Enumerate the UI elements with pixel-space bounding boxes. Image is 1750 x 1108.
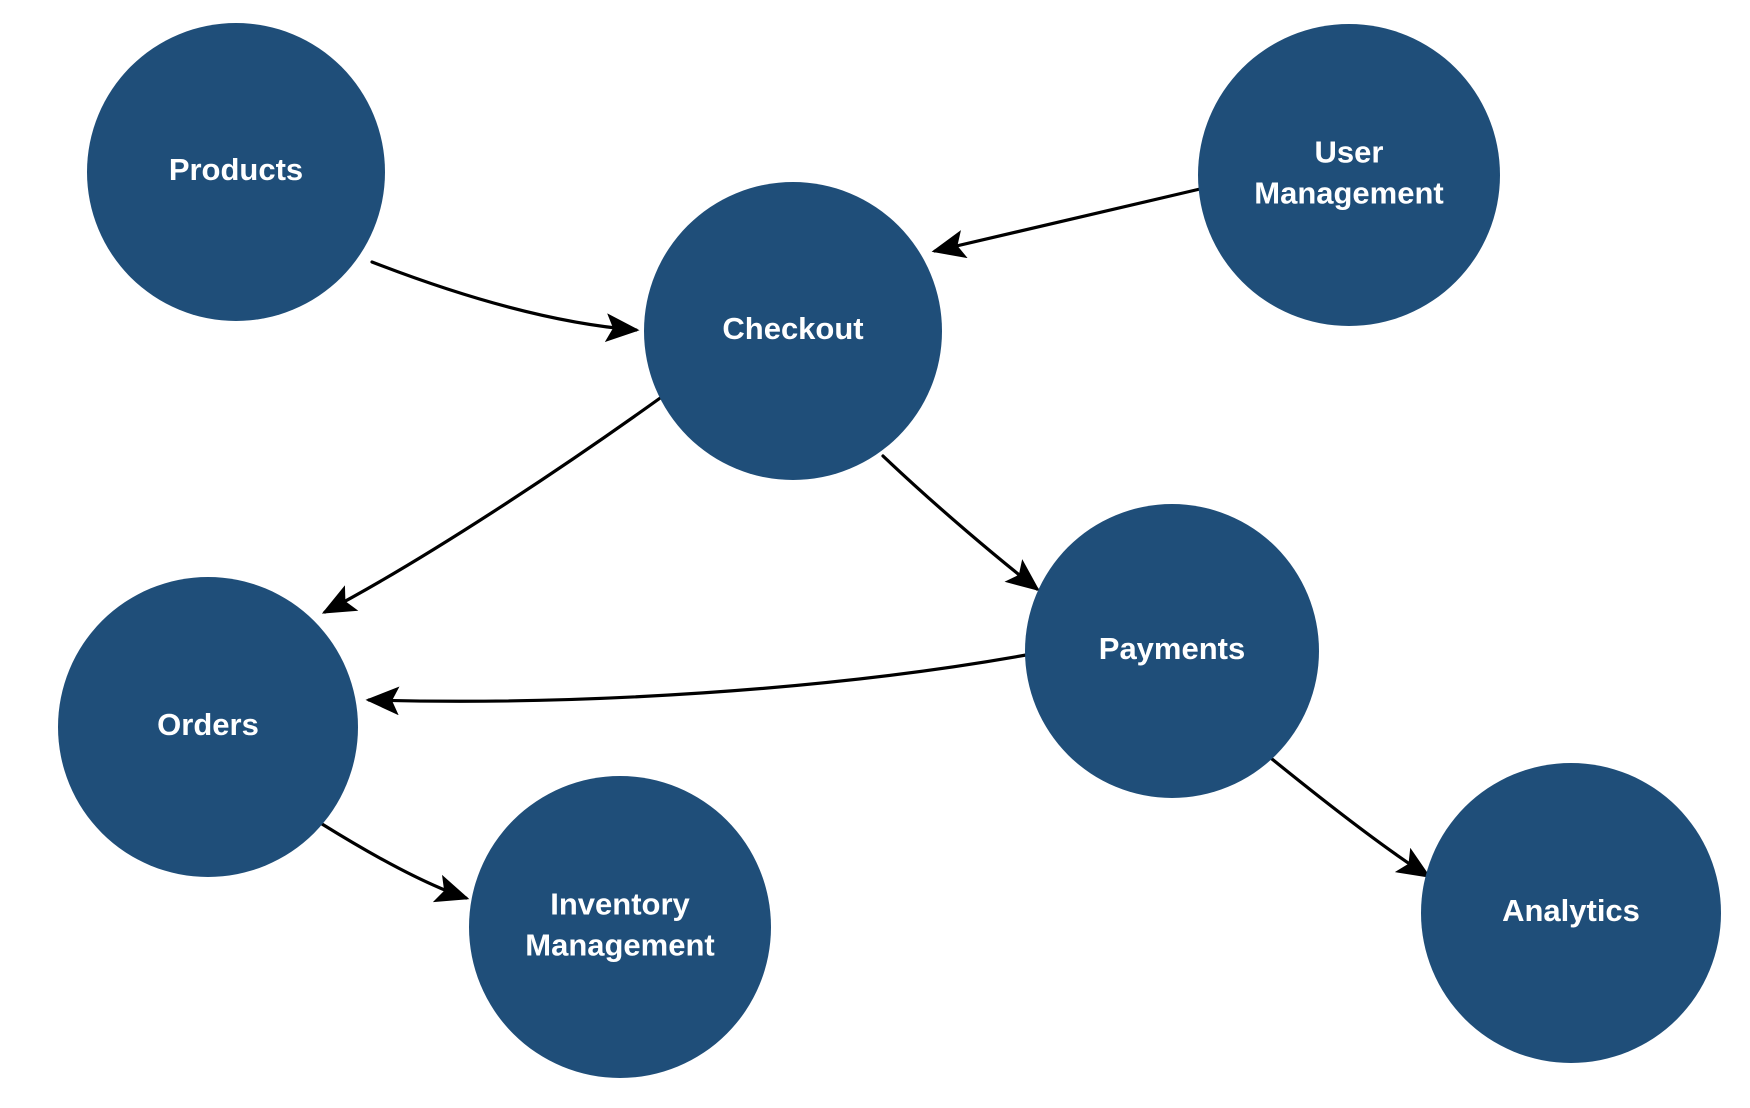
node-label-line: User	[1315, 135, 1384, 170]
node-circle-checkout[interactable]	[644, 182, 942, 480]
node-circle-orders[interactable]	[58, 577, 358, 877]
edge-checkout-to-payments	[881, 454, 1040, 592]
node-label-line: Management	[1254, 176, 1443, 211]
node-circle-user_mgmt[interactable]	[1198, 24, 1500, 326]
edge-orders-to-inventory	[320, 822, 470, 903]
node-label-line: Analytics	[1502, 893, 1640, 928]
node-label-checkout: Checkout	[722, 311, 863, 346]
node-label-orders: Orders	[157, 707, 259, 742]
node-label-line: Checkout	[722, 311, 863, 346]
edge-products-to-checkout	[370, 260, 640, 342]
node-analytics[interactable]: Analytics	[1421, 763, 1721, 1063]
node-orders[interactable]: Orders	[58, 577, 358, 877]
node-payments[interactable]: Payments	[1025, 504, 1319, 798]
edge-checkout-to-orders	[321, 394, 665, 614]
node-label-analytics: Analytics	[1502, 893, 1640, 928]
edge-payments-to-analytics	[1270, 757, 1431, 878]
node-label-line: Payments	[1099, 631, 1245, 666]
edge-payments-to-orders	[365, 653, 1028, 716]
node-circle-analytics[interactable]	[1421, 763, 1721, 1063]
node-label-line: Products	[169, 152, 303, 187]
edges-layer	[320, 187, 1431, 903]
node-circle-payments[interactable]	[1025, 504, 1319, 798]
node-products[interactable]: Products	[87, 23, 385, 321]
node-circle-inventory[interactable]	[469, 776, 771, 1078]
node-label-line: Management	[525, 928, 714, 963]
node-checkout[interactable]: Checkout	[644, 182, 942, 480]
node-label-line: Inventory	[550, 887, 690, 922]
node-label-line: Orders	[157, 707, 259, 742]
node-label-payments: Payments	[1099, 631, 1245, 666]
node-circle-products[interactable]	[87, 23, 385, 321]
edge-usermgmt-to-checkout	[931, 187, 1202, 259]
node-label-products: Products	[169, 152, 303, 187]
